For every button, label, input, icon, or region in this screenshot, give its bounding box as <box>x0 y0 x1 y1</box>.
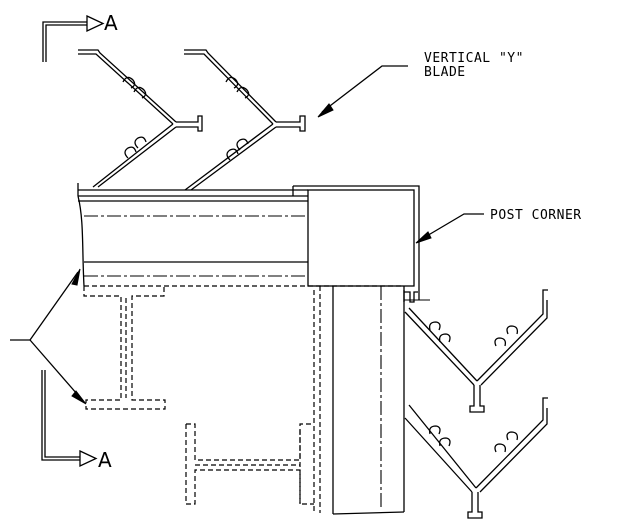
section-label-bottom: A <box>98 448 112 472</box>
corner-post-cap <box>292 185 430 302</box>
beam-leader-arrows <box>10 268 87 405</box>
section-cut-marker-bottom <box>41 370 98 468</box>
top-y-blade-right <box>184 49 306 191</box>
vertical-blade-leader <box>317 65 408 118</box>
side-y-blade-upper <box>404 289 548 413</box>
post-corner-leader <box>415 213 484 244</box>
vertical-blade-label-line1: VERTICAL "Y" <box>424 51 524 66</box>
top-y-blade-left <box>78 49 203 188</box>
section-label-top: A <box>104 11 118 35</box>
vertical-post <box>313 286 418 515</box>
hidden-i-beam-lower <box>185 423 314 505</box>
side-y-blade-lower <box>404 397 548 519</box>
section-cut-marker-top <box>42 14 105 62</box>
vertical-blade-label-line2: BLADE <box>424 65 466 80</box>
post-corner-label: POST CORNER <box>490 208 582 223</box>
horizontal-beam <box>77 183 404 287</box>
hidden-i-beam-upper <box>83 286 166 410</box>
